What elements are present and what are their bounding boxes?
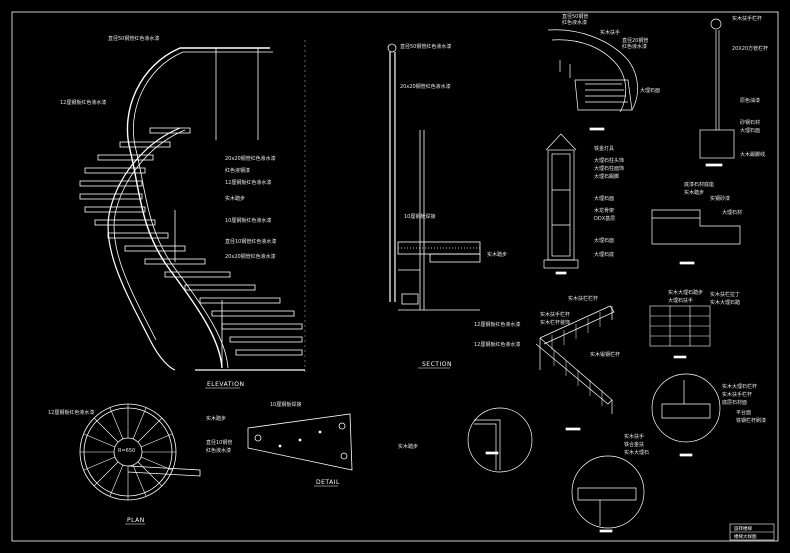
svg-text:原色油漆: 原色油漆 — [740, 97, 760, 104]
svg-text:直径10钢管红色液水漆: 直径10钢管红色液水漆 — [225, 238, 276, 245]
svg-text:大理石底: 大理石底 — [594, 251, 614, 258]
svg-text:12厘钢板红色液水漆: 12厘钢板红色液水漆 — [60, 99, 106, 106]
title-block-line2: 楼梯大样图 — [734, 533, 757, 540]
svg-text:直径50钢管红色液水漆: 直径50钢管红色液水漆 — [400, 43, 451, 50]
title-block-line1: 旋转楼梯 — [734, 525, 752, 532]
svg-text:实木扶手: 实木扶手 — [600, 29, 620, 36]
svg-text:12厘钢板红色液水漆: 12厘钢板红色液水漆 — [474, 321, 520, 328]
svg-text:10厘钢板红色液水漆: 10厘钢板红色液水漆 — [225, 217, 271, 224]
elevation-treads — [79, 127, 303, 356]
svg-text:实木大理石踏: 实木大理石踏 — [710, 299, 740, 306]
svg-text:10厘钢板焊接: 10厘钢板焊接 — [404, 213, 435, 220]
svg-text:铁钢栏杆刷漆: 铁钢栏杆刷漆 — [736, 417, 766, 424]
elevation-stringer — [107, 127, 181, 371]
svg-text:实钢砂漆: 实钢砂漆 — [710, 195, 730, 202]
svg-text:20X20方管栏杆: 20X20方管栏杆 — [732, 45, 768, 52]
column-detail-view — [543, 133, 579, 275]
svg-text:12厘钢板红色液水漆: 12厘钢板红色液水漆 — [474, 341, 520, 348]
svg-text:大理石材: 大理石材 — [722, 209, 742, 216]
callout-detail-1 — [467, 407, 533, 473]
svg-text:实木扶栏拉丁: 实木扶栏拉丁 — [710, 291, 740, 298]
svg-text:实木扶手栏杆: 实木扶手栏杆 — [722, 391, 752, 398]
svg-text:底层石材面: 底层石材面 — [722, 399, 747, 406]
sheet-border — [11, 11, 779, 542]
svg-text:实木扶手栏杆: 实木扶手栏杆 — [540, 311, 570, 318]
svg-text:红色液水漆: 红色液水漆 — [206, 447, 231, 454]
svg-text:大理石柱头饰: 大理石柱头饰 — [594, 157, 624, 164]
svg-text:12厘钢板红色液水漆: 12厘钢板红色液水漆 — [48, 409, 94, 416]
svg-text:木龙骨架: 木龙骨架 — [594, 207, 614, 214]
svg-text:大理石扶手: 大理石扶手 — [668, 297, 693, 304]
svg-text:实木扶栏栏杆: 实木扶栏栏杆 — [568, 295, 598, 302]
svg-text:20x20钢管红色液水漆: 20x20钢管红色液水漆 — [225, 253, 276, 260]
svg-text:大理石柱面饰: 大理石柱面饰 — [594, 165, 624, 172]
svg-text:红色液水漆: 红色液水漆 — [562, 19, 587, 26]
elevation-annotations: 直径50钢管红色液水漆 12厘钢板红色液水漆 20x20钢管红色液水漆 红色液钢… — [60, 35, 276, 260]
svg-text:大理石踢脚: 大理石踢脚 — [594, 173, 619, 180]
svg-text:大木踢脚线: 大木踢脚线 — [740, 151, 765, 158]
svg-text:红色液钢漆: 红色液钢漆 — [225, 167, 250, 174]
svg-text:DDX基层: DDX基层 — [594, 215, 615, 222]
svg-text:实木踏步: 实木踏步 — [225, 195, 245, 202]
title-block — [729, 523, 775, 541]
svg-text:实木栏杆装饰: 实木栏杆装饰 — [540, 319, 570, 326]
svg-text:R=650: R=650 — [118, 448, 135, 454]
plan-annotations: 12厘钢板红色液水漆 R=650 实木踏步 直径10钢管 红色液水漆 — [48, 409, 232, 454]
detail-view — [247, 413, 353, 471]
svg-text:实木扶手: 实木扶手 — [624, 433, 644, 440]
svg-text:直径50钢管红色液水漆: 直径50钢管红色液水漆 — [108, 35, 159, 42]
svg-text:直径10钢管: 直径10钢管 — [206, 439, 232, 446]
svg-text:直径20钢管: 直径20钢管 — [622, 37, 648, 44]
elevation-caption: ELEVATION — [207, 381, 244, 388]
svg-text:大理石面: 大理石面 — [740, 127, 760, 134]
svg-text:直径50钢管: 直径50钢管 — [562, 13, 588, 20]
detail-caption: DETAIL — [316, 479, 340, 486]
svg-text:实木大理石踏步: 实木大理石踏步 — [668, 289, 703, 296]
svg-text:大理石面: 大理石面 — [640, 87, 660, 94]
svg-text:实木踏步: 实木踏步 — [398, 443, 418, 450]
perspective-stair-view — [547, 29, 638, 131]
dogleg-stair-view — [535, 305, 615, 431]
svg-text:实木大理石: 实木大理石 — [624, 449, 649, 456]
svg-text:实木踏步: 实木踏步 — [684, 189, 704, 196]
plan-caption: PLAN — [127, 517, 145, 524]
svg-text:10厘钢板焊接: 10厘钢板焊接 — [270, 401, 301, 408]
svg-text:平台面: 平台面 — [736, 409, 751, 416]
elevation-handrail — [126, 47, 270, 369]
svg-text:底漆石材底座: 底漆石材底座 — [684, 181, 714, 188]
svg-text:铁合金扶: 铁合金扶 — [624, 441, 644, 448]
svg-text:实木踏步: 实木踏步 — [487, 251, 507, 258]
section-annotations: 直径50钢管红色液水漆 20x20钢管红色液水漆 10厘钢板焊接 实木踏步 — [400, 43, 507, 258]
svg-text:大理石面: 大理石面 — [594, 195, 614, 202]
wall-tile-view — [649, 305, 711, 359]
elevation-view — [79, 40, 306, 372]
svg-text:砂钢石材: 砂钢石材 — [740, 119, 760, 126]
section-caption: SECTION — [422, 361, 452, 368]
svg-text:铁金灯具: 铁金灯具 — [594, 145, 614, 152]
callout-detail-2 — [571, 455, 645, 533]
svg-text:红色液水漆: 红色液水漆 — [622, 43, 647, 50]
svg-text:20x20钢管红色液水漆: 20x20钢管红色液水漆 — [225, 155, 276, 162]
svg-text:20x20钢管红色液水漆: 20x20钢管红色液水漆 — [400, 83, 451, 90]
svg-text:实木扶手栏杆: 实木扶手栏杆 — [732, 15, 762, 22]
svg-text:实木大理石栏杆: 实木大理石栏杆 — [722, 383, 757, 390]
svg-text:实木锻钢栏杆: 实木锻钢栏杆 — [590, 351, 620, 358]
plan-view — [79, 403, 201, 501]
callout-detail-3 — [651, 373, 721, 457]
svg-text:大理石面: 大理石面 — [594, 237, 614, 244]
svg-text:12厘钢板红色液水漆: 12厘钢板红色液水漆 — [225, 179, 271, 186]
newel-post-view — [699, 18, 735, 167]
step-nosing-view — [651, 209, 741, 265]
plan-tread-radials — [80, 404, 176, 500]
svg-text:实木踏步: 实木踏步 — [206, 415, 226, 422]
section-view — [387, 43, 481, 311]
